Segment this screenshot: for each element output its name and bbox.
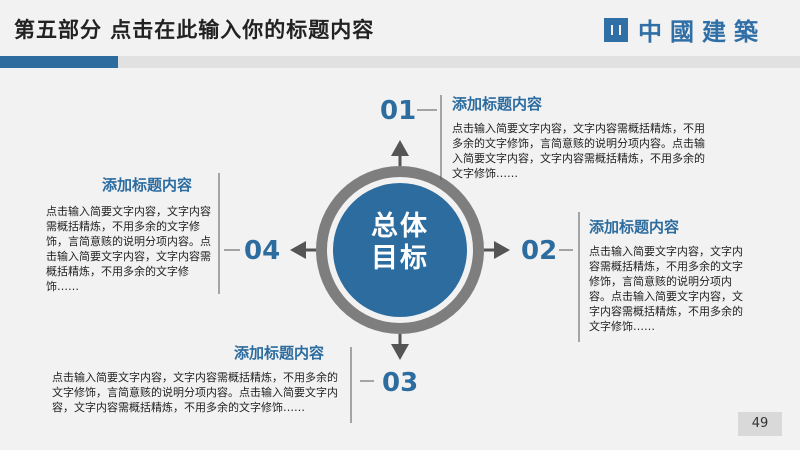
logo-text: 中國建築 (638, 18, 766, 46)
bracket-lines (218, 95, 580, 423)
item-01-title[interactable]: 添加标题内容 (452, 95, 543, 113)
item-03-number: 03 (382, 368, 419, 398)
center-label: 总体 目标 (347, 211, 453, 275)
header-band (0, 56, 800, 68)
arrows (290, 140, 510, 360)
item-04-body[interactable]: 点击输入简要文字内容，文字内容需概括精炼，不用多余的文字修饰，言简意赅的说明分项… (46, 205, 211, 293)
center-label-line1: 总体 (371, 211, 429, 242)
center-circle (333, 183, 467, 317)
item-04-title[interactable]: 添加标题内容 (102, 176, 193, 194)
page-number: 49 (738, 412, 782, 436)
arrow-up-icon (391, 140, 409, 156)
item-02-number: 02 (521, 236, 558, 266)
arrow-down-icon (391, 344, 409, 360)
logo-mark-icon (604, 17, 628, 42)
header-band-accent (0, 56, 118, 68)
arrow-left-icon (290, 241, 306, 259)
item-02-body[interactable]: 点击输入简要文字内容，文字内容需概括精炼，不用多余的文字修饰，言简意赅的说明分项… (589, 245, 743, 333)
item-03-body[interactable]: 点击输入简要文字内容，文字内容需概括精炼，不用多余的文字修饰，言简意赅的说明分项… (52, 371, 338, 414)
slide-title: 第五部分 点击在此输入你的标题内容 (14, 18, 375, 42)
item-01-body[interactable]: 点击输入简要文字内容，文字内容需概括精炼，不用多余的文字修饰，言简意赅的说明分项… (452, 122, 705, 180)
item-01-number: 01 (380, 96, 417, 126)
item-04-number: 04 (244, 236, 281, 266)
arrow-right-icon (494, 241, 510, 259)
item-02-title[interactable]: 添加标题内容 (589, 218, 680, 236)
logo: 中國建築 (604, 12, 766, 47)
item-03-title[interactable]: 添加标题内容 (234, 344, 325, 362)
center-label-line2: 目标 (371, 243, 429, 274)
